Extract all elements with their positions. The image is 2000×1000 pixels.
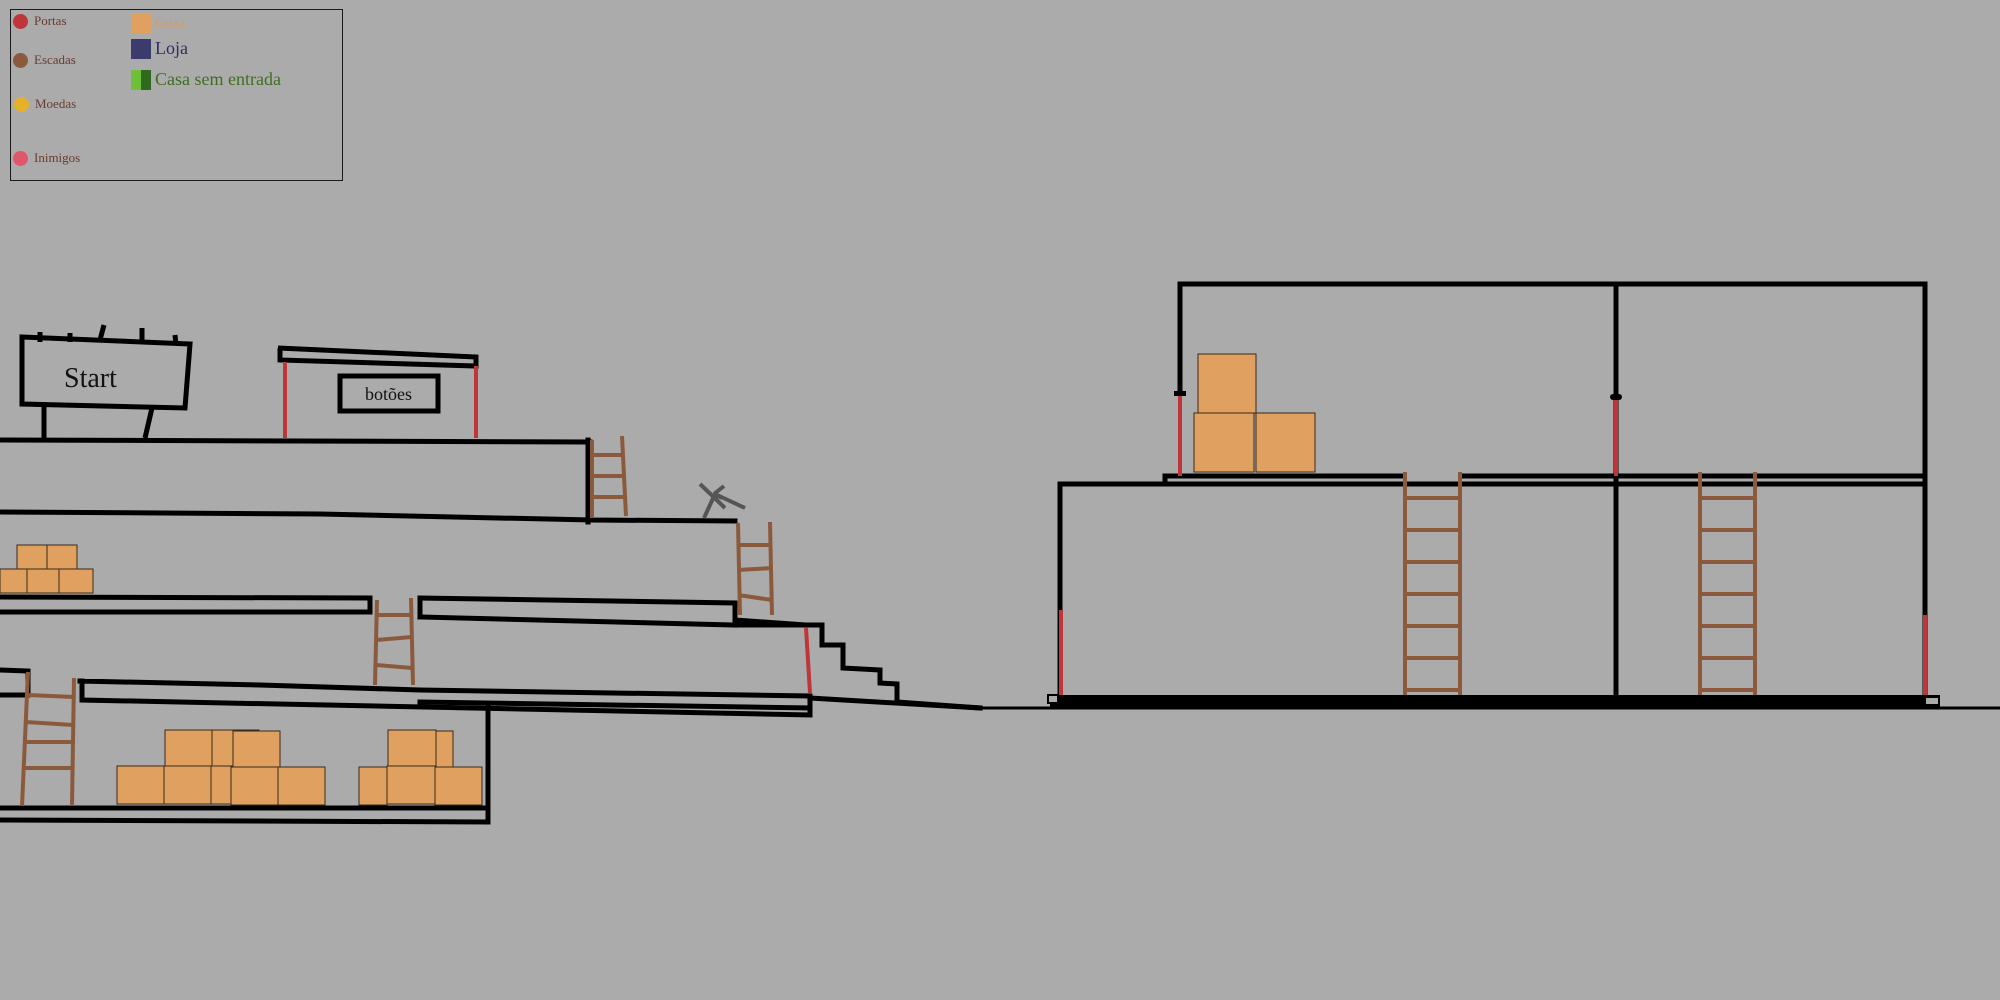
floor-third-under [417, 614, 738, 628]
box [386, 765, 436, 805]
floor-cap-right [1924, 696, 1940, 706]
right-structure-walls [1057, 281, 1928, 698]
legend-item-inimigos: Inimigos [13, 150, 80, 166]
botoes-sign-label: botões [365, 384, 412, 404]
left-boxes [0, 544, 483, 806]
right-upper-floor [1057, 473, 1403, 698]
legend-item-casa: Casa sem entrada [131, 69, 281, 90]
floor-fourth [0, 667, 31, 698]
box [1255, 412, 1316, 473]
right-ladders [1403, 472, 1757, 695]
right-boxes [1193, 353, 1316, 473]
box [46, 544, 78, 570]
house-square-icon [131, 69, 151, 90]
legend-label-portas: Portas [34, 13, 67, 28]
box [163, 765, 212, 805]
legend-label-inimigos: Inimigos [34, 150, 81, 165]
ladder-left-1 [590, 435, 628, 518]
box [434, 766, 483, 806]
left-doors [283, 362, 812, 694]
enemy-dot-icon [13, 150, 28, 166]
floor-cap-left [1047, 694, 1059, 704]
right-doors [1059, 395, 1927, 695]
ladder-left-4 [20, 671, 76, 807]
legend-label-casa: Casa sem entrada [155, 69, 281, 89]
legend-panel: Portas Escadas Moedas Inimigos Caixa Loj… [10, 9, 343, 181]
ladder-right-1 [1403, 472, 1462, 695]
legend-item-moedas: Moedas [14, 96, 76, 112]
box [232, 730, 281, 768]
box [58, 568, 94, 594]
floor-fourth-right [77, 678, 813, 718]
door-left-3 [804, 627, 812, 694]
ladder-right-2 [1698, 472, 1757, 695]
box [1193, 412, 1255, 473]
box [164, 729, 213, 767]
ground-link-2 [894, 699, 983, 711]
legend-item-loja: Loja [131, 38, 188, 59]
stairs-steps [732, 622, 900, 705]
start-sign [19, 324, 193, 439]
box [230, 766, 279, 806]
shop-square-icon [131, 38, 151, 59]
box [0, 568, 28, 594]
ladder-left-3 [373, 597, 415, 686]
legend-item-escadas: Escadas [13, 52, 76, 68]
legend-label-moedas: Moedas [35, 96, 77, 111]
legend-label-loja: Loja [155, 38, 188, 58]
legend-label-escadas: Escadas [34, 52, 76, 67]
box [358, 766, 388, 806]
box [26, 568, 60, 594]
box [16, 544, 48, 570]
legend-item-caixa: Caixa [131, 13, 185, 33]
box [210, 765, 232, 805]
right-roof [1177, 281, 1928, 698]
floor-fourth-under [417, 699, 813, 711]
box [1197, 353, 1257, 414]
ladder-left-2 [736, 521, 774, 616]
legend-item-portas: Portas [13, 13, 67, 29]
box [435, 730, 454, 768]
legend-label-caixa: Caixa [155, 15, 186, 30]
floor-third-left [0, 594, 373, 615]
floor-second [0, 509, 593, 523]
door-caps [1174, 391, 1622, 400]
basement-floor [0, 805, 491, 825]
start-sign-label: Start [64, 363, 117, 394]
left-structure-walls [0, 437, 983, 825]
box [116, 765, 165, 805]
door-dot-icon [13, 13, 28, 29]
left-ladders [20, 435, 774, 807]
box [277, 766, 326, 806]
coin-dot-icon [14, 96, 29, 112]
enemy-figure [698, 482, 746, 519]
box-square-icon [131, 13, 151, 33]
box [387, 729, 437, 767]
right-ground-floor [1050, 695, 1940, 707]
ladder-dot-icon [13, 52, 28, 68]
